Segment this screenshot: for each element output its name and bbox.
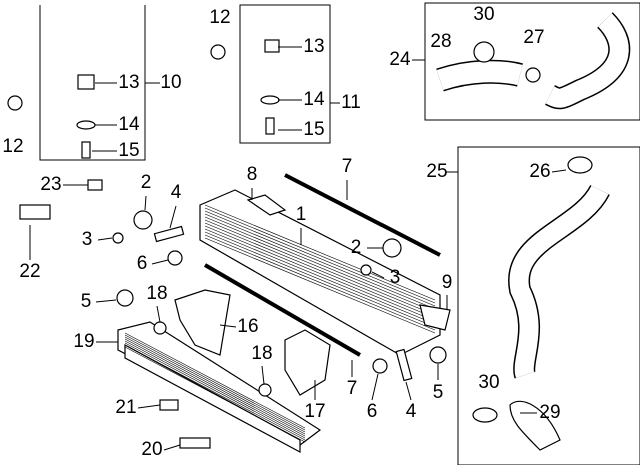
pipe-28 — [436, 61, 523, 91]
callout-7: 7 — [346, 378, 358, 399]
callout-4: 4 — [170, 182, 182, 203]
callout-10: 10 — [160, 72, 182, 93]
intercooler-fin — [204, 222, 436, 319]
callout-15: 15 — [303, 119, 325, 140]
grille-slat — [124, 336, 306, 433]
grille-slat — [124, 344, 306, 441]
callout-4: 4 — [405, 401, 417, 422]
callout-13: 13 — [118, 72, 140, 93]
hose-25 — [509, 185, 609, 378]
callout-23: 23 — [40, 174, 62, 195]
callout-18: 18 — [251, 343, 273, 364]
callout-9: 9 — [441, 272, 453, 293]
callout-29: 29 — [539, 402, 561, 423]
intercooler-fin — [204, 231, 436, 328]
clamp-27 — [525, 67, 541, 83]
bracket-17 — [284, 329, 331, 396]
callout-1: 1 — [295, 204, 307, 225]
intercooler-fin — [204, 237, 436, 334]
callout-21: 21 — [115, 397, 137, 418]
grille-panel — [117, 321, 322, 454]
intercooler-fin — [204, 210, 436, 307]
callout-6: 6 — [136, 253, 148, 274]
callout-7: 7 — [341, 156, 353, 177]
callout-8: 8 — [246, 164, 258, 185]
intercooler-fin — [204, 228, 436, 325]
callout-19: 19 — [73, 331, 95, 352]
callout-11: 11 — [341, 92, 361, 113]
intercooler-fin — [204, 207, 436, 304]
callout-16: 16 — [237, 316, 259, 337]
hose-27 — [545, 13, 629, 108]
intercooler-fin — [204, 213, 436, 310]
callout-27: 27 — [523, 27, 545, 48]
callout-25: 25 — [426, 161, 448, 182]
callout-3: 3 — [389, 267, 401, 288]
callout-24: 24 — [389, 49, 411, 70]
grille-slat — [124, 332, 306, 429]
grille-slat — [124, 338, 306, 435]
callout-26: 26 — [529, 161, 551, 182]
seal-strip-upper — [284, 173, 441, 257]
callout-3: 3 — [81, 229, 93, 250]
deflector-16 — [174, 289, 231, 356]
callout-12: 12 — [2, 136, 24, 157]
callout-2: 2 — [140, 172, 152, 193]
callout-28: 28 — [430, 31, 452, 52]
callout-18: 18 — [146, 283, 168, 304]
hardware — [7, 39, 451, 449]
intercooler-fin — [204, 204, 436, 301]
callout-14: 14 — [118, 114, 140, 135]
callout-6: 6 — [366, 401, 378, 422]
group-box-11 — [239, 4, 331, 144]
o-ring-26 — [567, 156, 593, 174]
o-ring-30-upper — [473, 41, 495, 63]
duct-29 — [509, 400, 561, 451]
callout-14: 14 — [303, 89, 325, 110]
seal-strip-lower — [203, 263, 362, 357]
callout-2: 2 — [350, 237, 362, 258]
grille-slat — [124, 342, 306, 439]
intercooler-fin — [204, 219, 436, 316]
intercooler-fin — [204, 234, 436, 331]
callout-5: 5 — [80, 291, 92, 312]
grille-slat — [124, 340, 306, 437]
intercooler-fin — [204, 216, 436, 313]
callout-17: 17 — [304, 401, 326, 422]
callout-13: 13 — [303, 36, 325, 57]
o-ring-30-lower — [472, 407, 498, 423]
grille-slat — [124, 334, 306, 431]
grille-slat — [124, 346, 306, 443]
group-box-24 — [424, 2, 640, 121]
callout-12: 12 — [209, 7, 231, 28]
leader-lines — [29, 46, 567, 451]
callout-30: 30 — [478, 372, 500, 393]
callout-5: 5 — [432, 382, 444, 403]
callout-30: 30 — [473, 4, 495, 25]
intercooler — [199, 189, 441, 356]
callout-22: 22 — [19, 261, 41, 282]
callout-15: 15 — [118, 140, 140, 161]
callout-20: 20 — [141, 439, 163, 460]
intercooler-fin — [204, 225, 436, 322]
group-box-25 — [457, 146, 640, 465]
